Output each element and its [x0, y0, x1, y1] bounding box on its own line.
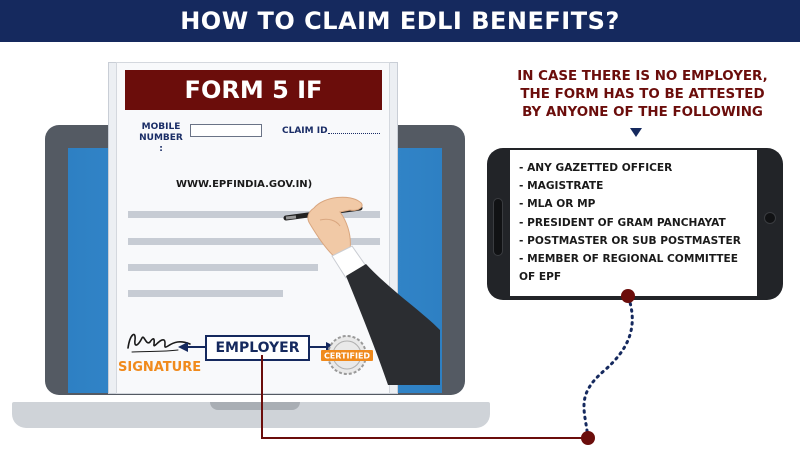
attestation-heading-line: BY ANYONE OF THE FOLLOWING: [522, 105, 763, 120]
hand-pen-icon: [283, 196, 440, 385]
laptop-notch: [210, 402, 300, 410]
connector-dot: [581, 431, 595, 445]
list-item: - MLA OR MP: [519, 198, 596, 211]
down-arrow-icon: [630, 128, 642, 137]
signature-label: SIGNATURE: [118, 360, 202, 375]
claim-id-field: [328, 133, 380, 134]
employer-connector-line: [261, 355, 588, 439]
signature-scribble-icon: [127, 333, 191, 353]
list-item: - MEMBER OF REGIONAL COMMITTEE: [519, 253, 739, 266]
phone-screen: [510, 150, 757, 296]
attestation-heading-line: IN CASE THERE IS NO EMPLOYER,: [517, 69, 768, 84]
list-item: - PRESIDENT OF GRAM PANCHAYAT: [519, 216, 726, 229]
claim-id-label: CLAIM ID: [282, 126, 328, 136]
form-line: [128, 238, 380, 245]
page-title: HOW TO CLAIM EDLI BENEFITS?: [0, 0, 800, 42]
list-item: - ANY GAZETTED OFFICER: [519, 162, 673, 174]
phone-speaker: [493, 198, 503, 256]
list-item: - MAGISTRATE: [519, 180, 604, 193]
seal-text: CERTIFIED: [324, 352, 370, 361]
mobile-number-field: [190, 124, 262, 137]
employer-label: EMPLOYER: [205, 335, 310, 361]
form-line: [128, 211, 380, 218]
form-line: [128, 264, 318, 271]
dotted-connector-line: [582, 294, 634, 440]
attestation-heading-line: THE FORM HAS TO BE ATTESTED: [520, 87, 765, 102]
mobile-number-label: MOBILE NUMBER :: [139, 122, 183, 154]
attestation-heading: IN CASE THERE IS NO EMPLOYER, THE FORM H…: [490, 68, 795, 122]
phone-home-button: [764, 212, 776, 224]
form-line: [128, 290, 283, 297]
epf-url-text: WWW.EPFINDIA.GOV.IN): [176, 179, 313, 190]
list-item: OF EPF: [519, 271, 562, 284]
certified-seal-icon: CERTIFIED: [321, 335, 373, 375]
form-title: FORM 5 IF: [125, 70, 382, 110]
list-item: - POSTMASTER OR SUB POSTMASTER: [519, 234, 741, 247]
attesting-authority-list: - ANY GAZETTED OFFICER - MAGISTRATE - ML…: [519, 159, 757, 286]
connector-dot: [621, 289, 635, 303]
